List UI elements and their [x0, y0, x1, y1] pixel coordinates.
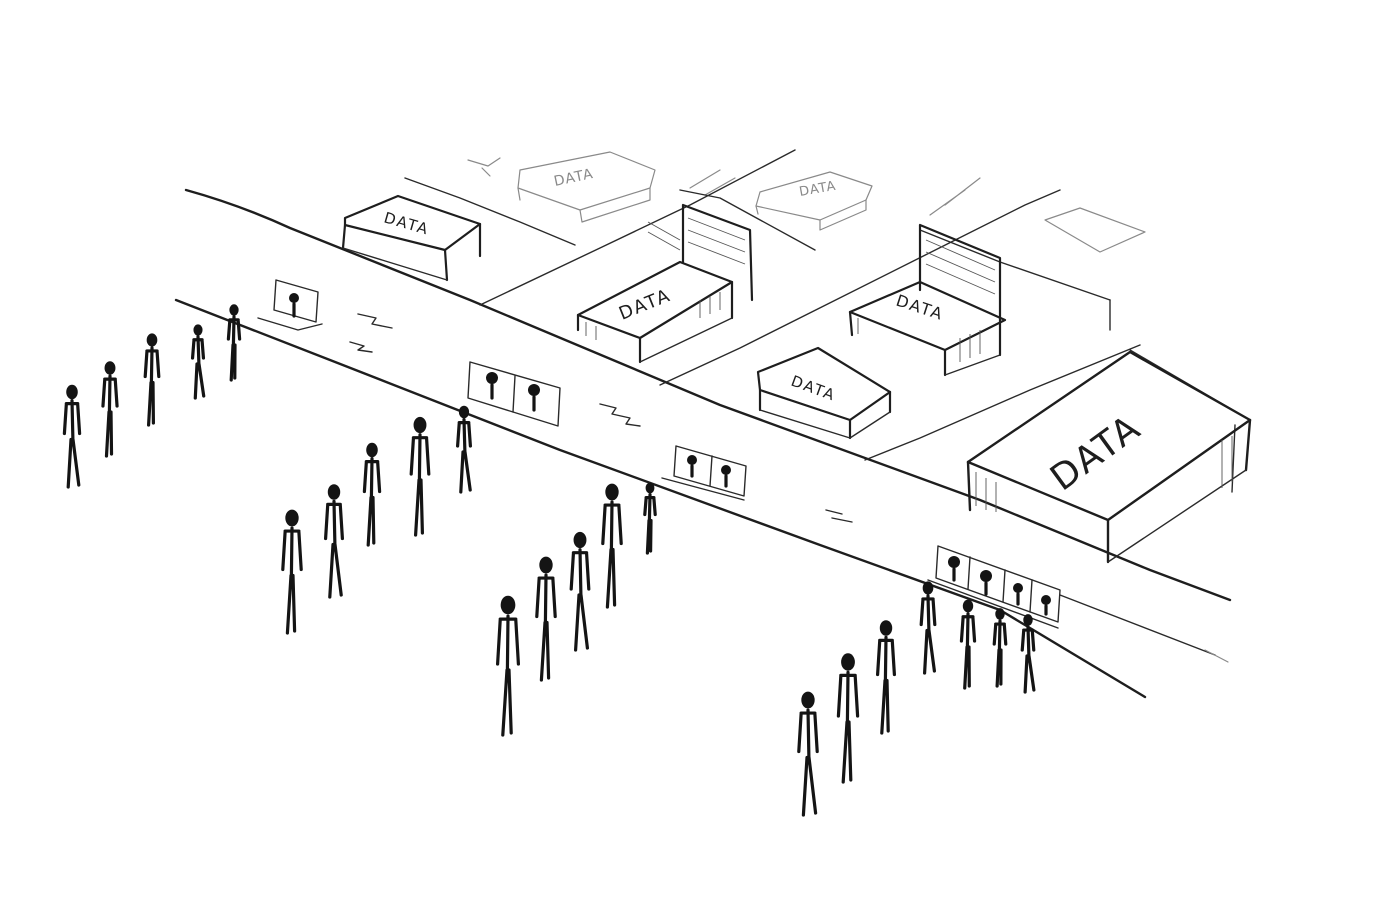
stick-figure: [62, 384, 82, 489]
box-label-3: DATA: [894, 291, 947, 324]
stick-figure: [101, 361, 119, 458]
box-label-faint-1: DATA: [553, 166, 596, 190]
stick-figure: [876, 620, 896, 735]
data-block-2: DATA: [576, 203, 754, 364]
stick-figure: [456, 405, 472, 494]
stick-figure: [1020, 614, 1036, 694]
box-label-1: DATA: [382, 209, 432, 239]
storefront-1: [257, 279, 323, 331]
box-label-faint-2: DATA: [798, 179, 838, 200]
stick-figure: [496, 595, 520, 737]
stick-figure: [959, 599, 977, 690]
box-label-5: DATA: [1043, 407, 1149, 499]
stick-figure: [409, 416, 431, 537]
data-block-5: DATA: [966, 350, 1252, 564]
stick-figure: [226, 304, 242, 382]
box-label-4: DATA: [789, 372, 839, 405]
stick-figure: [569, 531, 591, 652]
data-block-3: DATA: [848, 223, 1007, 377]
stick-figure: [362, 442, 382, 547]
data-block-4: DATA: [756, 346, 892, 440]
data-block-1: DATA: [341, 194, 482, 282]
stick-figure: [190, 324, 206, 400]
stick-figure: [143, 333, 161, 427]
stick-figure: [601, 483, 623, 609]
road-network: [174, 149, 1251, 699]
stick-figure: [643, 482, 657, 555]
storefront-2: [467, 361, 561, 427]
faint-data-box-1: DATA: [467, 151, 656, 223]
stick-figure: [992, 608, 1008, 688]
faint-data-box-2: DATA: [755, 171, 873, 231]
storefront-3: [661, 445, 747, 501]
stick-figure: [836, 653, 860, 784]
storefront-4: [927, 545, 1061, 629]
faint-back-row: DATA DATA: [467, 151, 1146, 253]
people-queues: [62, 304, 1036, 817]
stick-figure: [324, 484, 344, 599]
stick-figure: [281, 509, 303, 635]
stick-figure: [535, 556, 557, 682]
stick-figure: [919, 581, 937, 675]
stick-figure: [797, 691, 819, 817]
